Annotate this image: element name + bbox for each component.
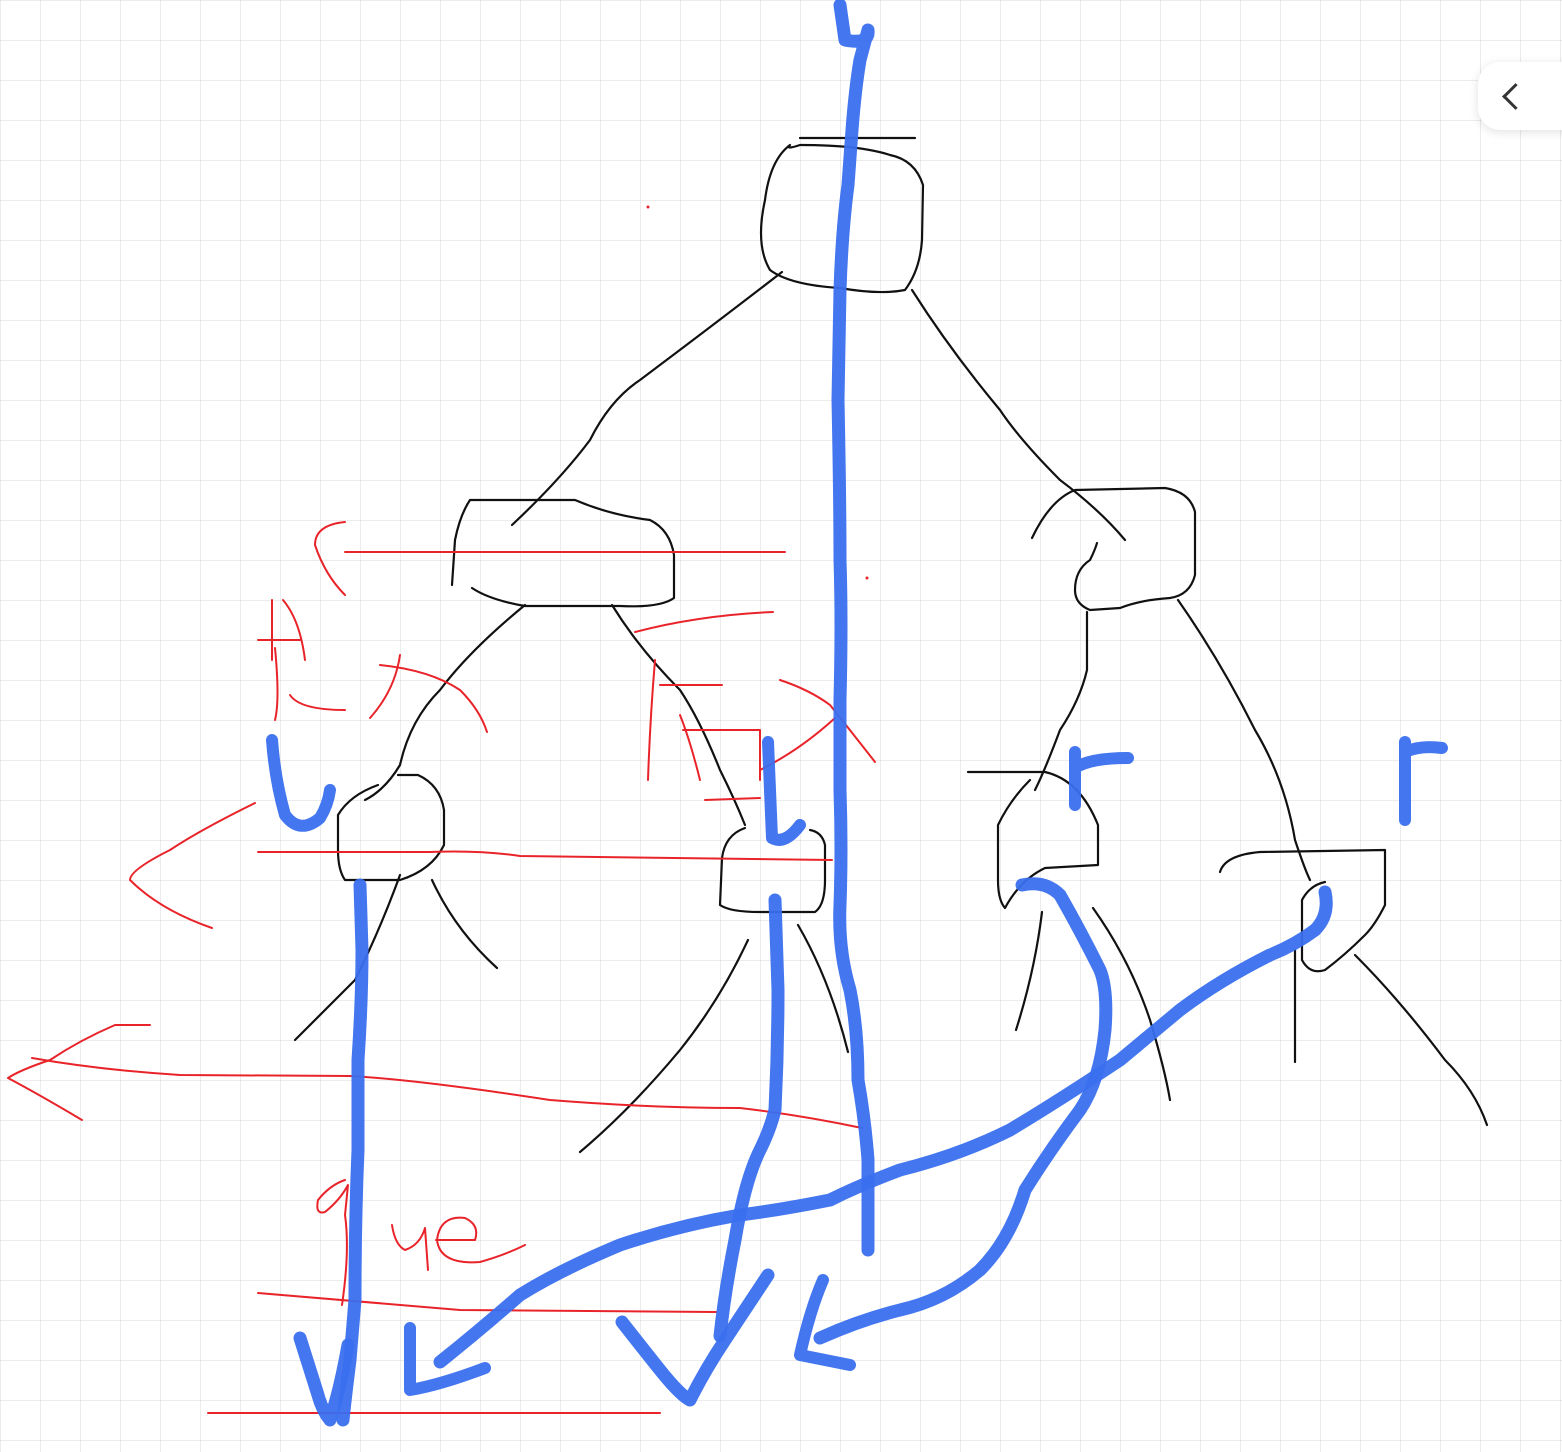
left-child-node [450,498,676,608]
node-rr [1218,848,1387,973]
red-dot [646,205,650,209]
node-ll [336,773,446,882]
node-lr [718,826,827,914]
tree-structure [293,136,1489,1154]
chevron-left-icon [1502,82,1529,110]
collapse-panel-button[interactable] [1478,62,1562,130]
traversal-strokes [266,0,1448,1427]
right-child-node [1030,486,1197,612]
red-dot [865,576,869,580]
red-annotations [7,521,876,1414]
